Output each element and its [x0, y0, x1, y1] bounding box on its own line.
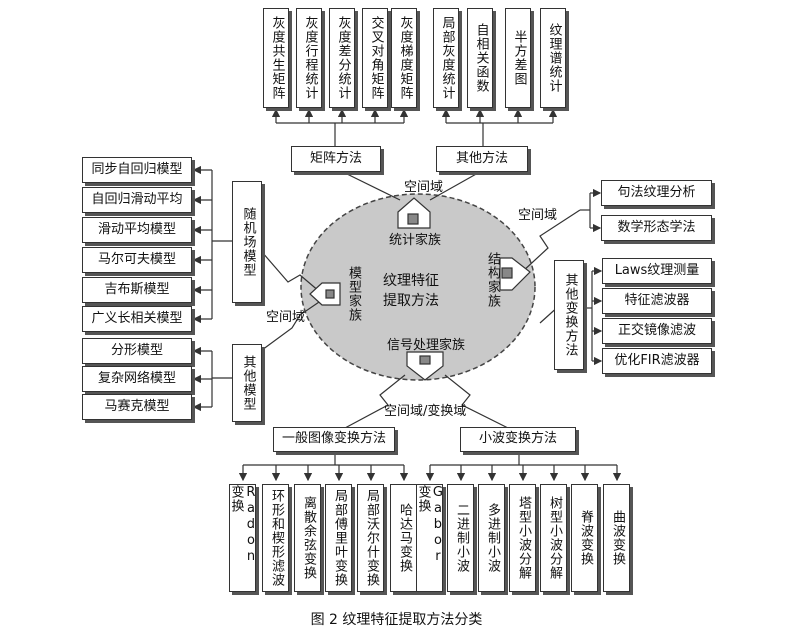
random-field-item: 马尔可夫模型 — [82, 247, 192, 273]
other-model-item: 分形模型 — [82, 338, 192, 364]
random-field-item: 滑动平均模型 — [82, 217, 192, 243]
domain-label-right: 空间域 — [518, 208, 558, 223]
house-icon — [309, 282, 341, 306]
center-title: 纹理特征 提取方法 — [383, 270, 439, 310]
figure-caption: 图 2 纹理特征提取方法分类 — [310, 612, 483, 628]
matrix-item: 灰度行程统计 — [296, 8, 322, 108]
general-transform-box: 一般图像变换方法 — [273, 427, 395, 452]
domain-label-left: 空间域 — [266, 310, 306, 325]
general-item: 离散余弦变换 — [294, 484, 321, 592]
general-item: 局部沃尔什变换 — [357, 484, 384, 592]
general-item: Radon 变换 — [229, 484, 258, 592]
center-title-line1: 纹理特征 — [383, 273, 439, 289]
other-transform-box: 其他变换方法 — [554, 260, 584, 370]
other-model-item: 复杂网络模型 — [82, 366, 192, 392]
random-field-item: 自回归滑动平均 — [82, 187, 192, 213]
other-transform-item: Laws纹理测量 — [602, 258, 712, 284]
wavelet-item: 塔型小波分解 — [509, 484, 536, 592]
other-stat-item: 自相关函数 — [467, 8, 493, 108]
random-field-box: 随机场模型 — [232, 181, 262, 303]
random-field-item: 吉布斯模型 — [82, 277, 192, 303]
house-icon — [397, 197, 431, 229]
matrix-method-box: 矩阵方法 — [291, 146, 381, 172]
wavelet-item: 多进制小波 — [478, 484, 505, 592]
general-item: 哈达马变换 — [390, 484, 417, 592]
wavelet-transform-box: 小波变换方法 — [460, 427, 576, 452]
other-method-box: 其他方法 — [436, 146, 528, 172]
other-transform-item: 正交镜像滤波 — [602, 318, 712, 344]
structural-item: 句法纹理分析 — [601, 180, 712, 206]
matrix-item: 灰度梯度矩阵 — [391, 8, 417, 108]
wavelet-item: 树型小波分解 — [540, 484, 567, 592]
wavelet-item: 二进制小波 — [447, 484, 474, 592]
domain-label-top: 空间域 — [404, 180, 444, 195]
family-structural: 结构家族 — [485, 252, 500, 308]
family-signal: 信号处理家族 — [387, 338, 466, 353]
other-stat-item: 半方差图 — [505, 8, 531, 108]
other-model-item: 马赛克模型 — [82, 394, 192, 420]
family-model: 模型家族 — [346, 266, 361, 322]
wavelet-item: Gabor 变换 — [416, 484, 445, 592]
general-item: 环形和楔形滤波 — [262, 484, 289, 592]
center-title-line2: 提取方法 — [383, 293, 439, 309]
matrix-item: 交叉对角矩阵 — [362, 8, 388, 108]
other-models-box: 其他模型 — [232, 344, 262, 422]
matrix-item: 灰度共生矩阵 — [263, 8, 289, 108]
wavelet-item: 曲波变换 — [603, 484, 630, 592]
random-field-item: 同步自回归模型 — [82, 157, 192, 183]
center-ellipse — [300, 193, 536, 381]
family-statistical: 统计家族 — [389, 233, 442, 248]
domain-label-bottom: 空间域/变换域 — [384, 404, 467, 419]
random-field-item: 广义长相关模型 — [82, 306, 192, 332]
wavelet-item: 脊波变换 — [571, 484, 598, 592]
other-transform-item: 优化FIR滤波器 — [602, 348, 712, 374]
house-icon — [499, 257, 531, 291]
other-transform-item: 特征滤波器 — [602, 288, 712, 314]
other-stat-item: 局部灰度统计 — [433, 8, 459, 108]
general-item: 局部傅里叶变换 — [325, 484, 352, 592]
other-stat-item: 纹理谱统计 — [540, 8, 566, 108]
matrix-item: 灰度差分统计 — [329, 8, 355, 108]
structural-item: 数学形态学法 — [601, 215, 712, 241]
house-icon — [406, 351, 444, 381]
